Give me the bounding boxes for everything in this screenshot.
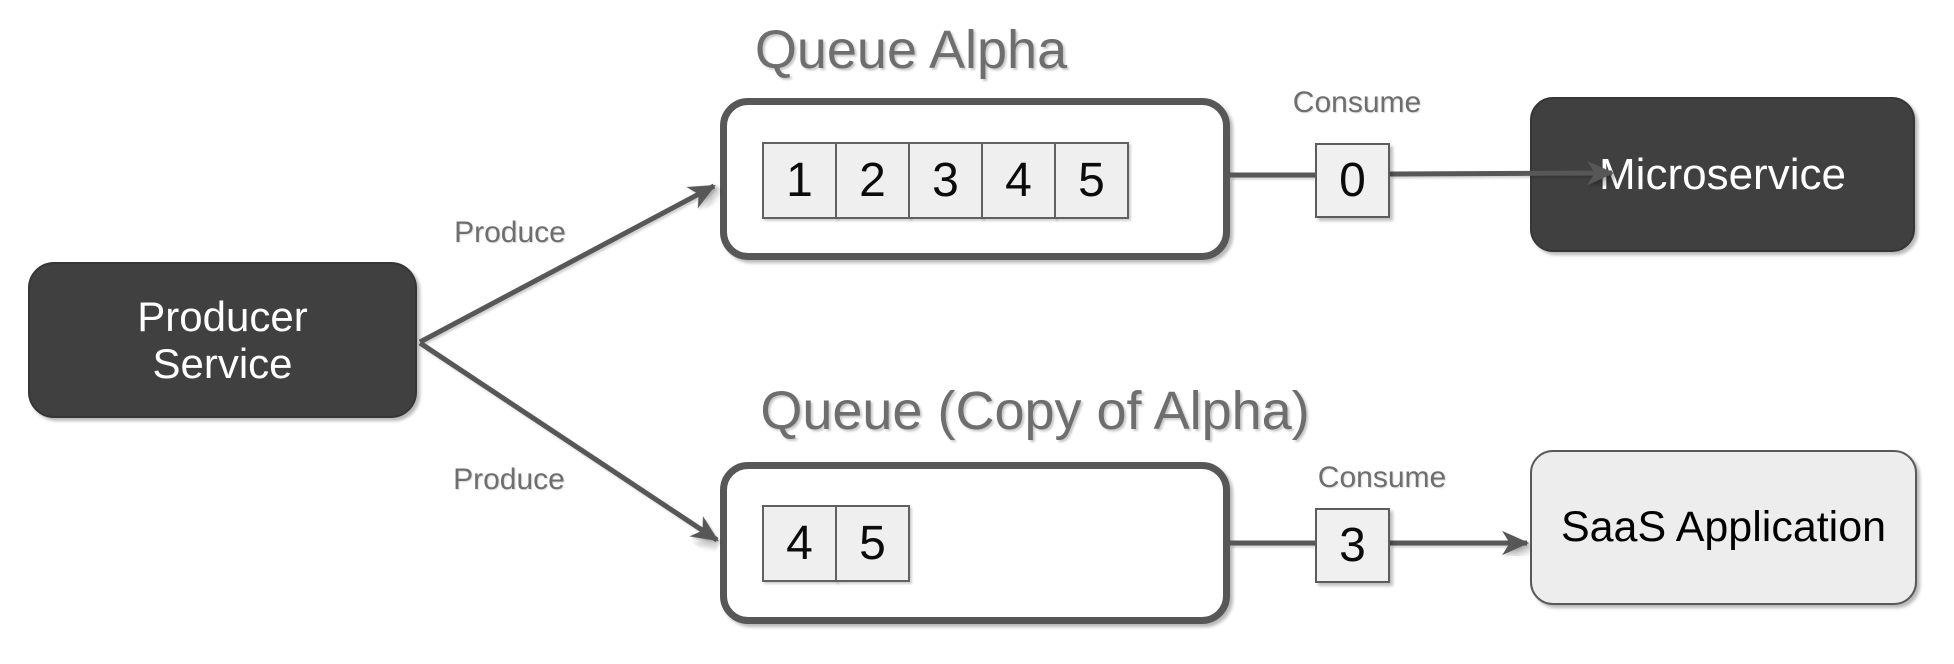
queue-alpha-cell: 4 bbox=[981, 142, 1056, 219]
consume-label-bottom: Consume bbox=[1317, 461, 1447, 494]
queue-copy-container bbox=[720, 462, 1230, 624]
queue-copy-cell: 4 bbox=[762, 505, 837, 582]
produce-label-top: Produce bbox=[454, 216, 566, 249]
produce-arrow-top bbox=[418, 183, 716, 345]
queue-alpha-title: Queue Alpha bbox=[754, 20, 1068, 80]
saas-application-label: SaaS Application bbox=[1560, 503, 1887, 551]
consume-label-top: Consume bbox=[1292, 86, 1422, 119]
queue-copy-cells: 4 5 bbox=[762, 505, 910, 582]
queue-copy-cell: 5 bbox=[835, 505, 910, 582]
consume-count-bottom: 3 bbox=[1315, 508, 1390, 583]
producer-service-node: Producer Service bbox=[28, 262, 417, 418]
queue-alpha-cell: 1 bbox=[762, 142, 837, 219]
queue-alpha-cell: 3 bbox=[908, 142, 983, 219]
saas-application-node: SaaS Application bbox=[1530, 450, 1917, 605]
queue-alpha-cells: 1 2 3 4 5 bbox=[762, 142, 1129, 219]
microservice-node: Microservice bbox=[1530, 97, 1915, 252]
produce-arrow-bottom bbox=[418, 340, 719, 543]
queue-alpha-cell: 5 bbox=[1054, 142, 1129, 219]
produce-label-bottom: Produce bbox=[453, 463, 565, 496]
consume-count-top: 0 bbox=[1315, 143, 1390, 218]
producer-service-label: Producer Service bbox=[137, 293, 308, 387]
queue-alpha-cell: 2 bbox=[835, 142, 910, 219]
queue-copy-title: Queue (Copy of Alpha) bbox=[760, 381, 1310, 441]
microservice-label: Microservice bbox=[1599, 149, 1846, 199]
